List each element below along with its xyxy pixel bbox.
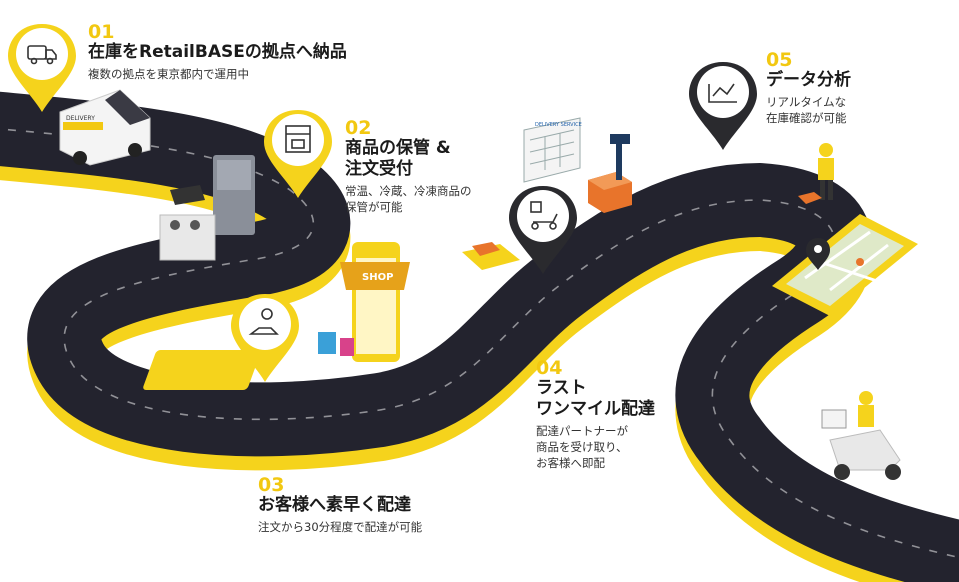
delivery-van-illustration: DELIVERY <box>59 89 151 166</box>
map-location-pin-icon <box>806 238 830 270</box>
scooter-courier-illustration <box>821 391 901 480</box>
step-number: 03 <box>258 474 285 496</box>
step-description: 注文から30分程度で配達が可能 <box>258 520 423 534</box>
step-number: 04 <box>536 357 563 379</box>
step-description: 複数の拠点を東京都内で運用中 <box>88 67 249 81</box>
pin-01 <box>8 24 76 112</box>
scooter-courier-icon <box>530 201 558 230</box>
step-description: 配達パートナーが 商品を受け取り、 お客様へ即配 <box>536 424 628 470</box>
delivery-truck-icon <box>27 45 57 65</box>
delivery-board-illustration: DELIVERY SERVICE <box>523 117 582 183</box>
step-description: リアルタイムな 在庫確認が可能 <box>766 95 847 125</box>
warehouse-worker-illustration <box>798 143 834 204</box>
appliances-illustration <box>159 155 255 261</box>
step-title: 商品の保管 & 注文受付 <box>345 138 451 179</box>
step-title: 在庫をRetailBASEの拠点へ納品 <box>88 42 347 62</box>
map-phone-illustration <box>772 214 918 316</box>
board-label: DELIVERY SERVICE <box>535 122 582 128</box>
road-center-line <box>0 128 959 559</box>
step-number: 02 <box>345 117 372 139</box>
step-03: 03 お客様へ素早く配達 注文から30分程度で配達が可能 <box>258 475 422 535</box>
pin-03 <box>231 294 299 382</box>
step-title: ラスト ワンマイル配達 <box>536 378 655 419</box>
shop-phone-illustration: SHOP <box>143 242 410 390</box>
hand-gear-icon <box>248 308 279 335</box>
pin-02 <box>264 110 332 198</box>
pin-05 <box>689 62 757 150</box>
step-description: 常温、冷蔵、冷凍商品の 保管が可能 <box>345 184 472 214</box>
step-02: 02 商品の保管 & 注文受付 常温、冷蔵、冷凍商品の 保管が可能 <box>345 118 472 215</box>
analytics-chart-icon <box>708 83 737 103</box>
step-04: 04 ラスト ワンマイル配達 配達パートナーが 商品を受け取り、 お客様へ即配 <box>536 358 655 471</box>
storage-shelf-icon <box>285 125 311 153</box>
shop-sign: SHOP <box>362 272 393 283</box>
step-05: 05 データ分析 リアルタイムな 在庫確認が可能 <box>766 50 851 126</box>
parcel-boxes-illustration <box>462 134 632 270</box>
pin-04 <box>509 186 577 274</box>
step-title: データ分析 <box>766 70 851 90</box>
step-number: 05 <box>766 49 793 71</box>
van-label: DELIVERY <box>66 115 95 122</box>
step-title: お客様へ素早く配達 <box>258 495 411 515</box>
step-01: 01 在庫をRetailBASEの拠点へ納品 複数の拠点を東京都内で運用中 <box>88 22 347 82</box>
step-number: 01 <box>88 21 115 43</box>
